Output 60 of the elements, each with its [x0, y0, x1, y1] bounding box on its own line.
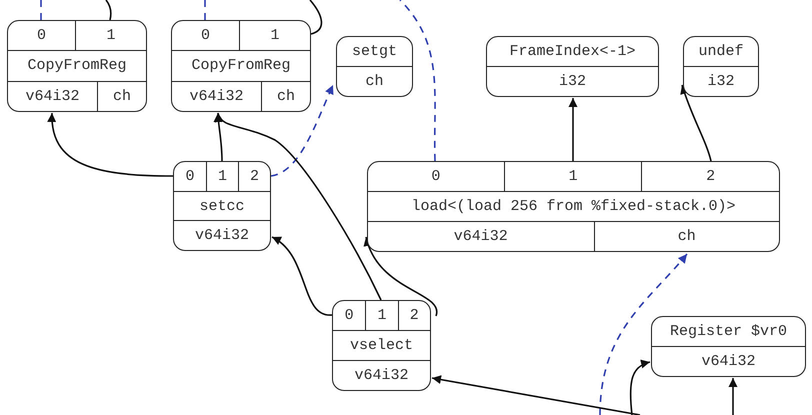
operation-label: setcc [198, 196, 246, 216]
value-type: v64i32 [452, 227, 509, 247]
value-type: v64i32 [353, 366, 410, 386]
arrow [272, 236, 332, 316]
record-box [651, 316, 806, 377]
record-box [683, 36, 759, 97]
record-box [332, 300, 431, 391]
record-box [7, 20, 147, 112]
port-number: 2 [398, 301, 430, 330]
arrow [214, 112, 223, 162]
value-type: v64i32 [24, 86, 81, 107]
arrow [599, 253, 688, 415]
port-number: 0 [200, 26, 212, 46]
record-box [367, 161, 780, 252]
operation-label: CopyFromReg [26, 56, 128, 76]
port-number: 0 [184, 166, 196, 187]
value-type: ch [594, 222, 779, 251]
connector-line [204, 0, 206, 20]
arrow [630, 360, 650, 415]
record-box [171, 20, 311, 112]
arrow [432, 375, 640, 415]
value-type: i32 [558, 72, 587, 92]
port-number: 1 [504, 162, 642, 191]
operation-label: setgt [350, 42, 398, 62]
value-type: ch [261, 82, 310, 111]
arrow [568, 98, 578, 161]
value-type: i32 [706, 72, 736, 92]
connector-line [105, 0, 112, 20]
port-number: 1 [75, 21, 146, 50]
operation-label: vselect [348, 336, 414, 356]
port-number: 0 [430, 167, 442, 187]
port-number: 2 [238, 162, 270, 191]
value-type: ch [364, 72, 384, 92]
arrow [364, 236, 438, 316]
value-type: v64i32 [188, 86, 245, 107]
arrow [216, 112, 382, 300]
value-type: v64i32 [700, 352, 756, 372]
record-box [173, 161, 271, 251]
connector-line [40, 0, 42, 20]
operation-label: undef [697, 42, 744, 62]
record-box [336, 36, 413, 97]
operation-label: FrameIndex<-1> [508, 42, 637, 62]
arrow [728, 378, 738, 415]
value-type: v64i32 [194, 226, 250, 246]
port-number: 1 [206, 162, 238, 191]
arrow [270, 84, 334, 177]
connector-line [399, 0, 436, 162]
port-number: 0 [36, 26, 48, 46]
port-number: 1 [239, 21, 310, 50]
value-type: ch [97, 82, 146, 111]
arrow [680, 84, 712, 162]
port-number: 1 [365, 301, 398, 330]
connector-line [309, 0, 322, 35]
port-number: 0 [344, 306, 355, 326]
record-box [486, 36, 659, 97]
port-number: 2 [641, 162, 779, 191]
operation-label: load<(load 256 from %fixed-stack.0)> [410, 197, 737, 217]
operation-label: Register $vr0 [668, 322, 788, 342]
arrow [48, 112, 173, 177]
operation-label: CopyFromReg [190, 56, 292, 76]
